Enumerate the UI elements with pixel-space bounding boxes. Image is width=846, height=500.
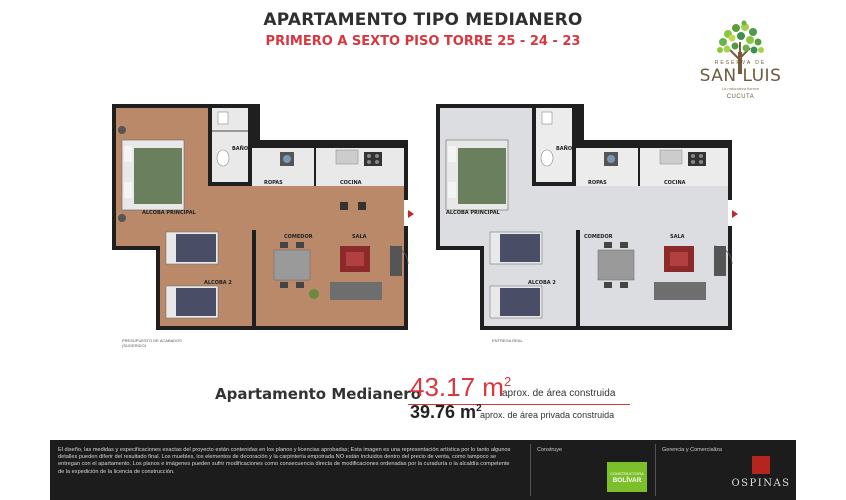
logo-reserva-text: RESERVA DE [714,60,767,66]
room-label-sala: SALA [670,234,685,240]
room-label-alcoba-principal: ALCOBA PRINCIPAL [446,210,501,216]
area-divider [408,404,630,405]
built-area-note: aprox. de área construida [502,388,616,399]
logo-tagline: La naturaleza florece [721,86,760,91]
page-subtitle: PRIMERO A SEXTO PISO TORRE 25 - 24 - 23 [265,34,581,49]
private-area-value: 39.76 m2 [410,402,482,423]
ospinas-logo-icon [752,456,770,474]
room-label-comedor: COMEDOR [284,234,313,240]
private-area-unit-sup: 2 [476,403,482,414]
floor-plan-delivered: BAÑO ROPAS COCINA ALCOBA PRINCIPAL COMED… [436,104,738,330]
floor-plan-furnished: BAÑO ROPAS COCINA ALCOBA PRINCIPAL COMED… [112,104,414,330]
private-area-note: aprox. de área privada construida [480,410,615,420]
room-label-cocina: COCINA [340,180,362,186]
footer-separator [530,444,531,496]
built-area-number: 43.17 m [410,372,504,402]
apartment-name: Apartamento Medianero [215,385,421,403]
room-label-comedor: COMEDOR [584,234,613,240]
logo-city: CUCUTA [726,94,755,100]
legal-disclaimer: El diseño, las medidas y especificacione… [58,447,511,475]
bolivar-logo-small-text: CONSTRUCTORA [610,471,644,476]
room-label-ropas: ROPAS [588,180,607,186]
room-label-bano: BAÑO [232,145,248,152]
room-label-ropas: ROPAS [264,180,283,186]
page-title: APARTAMENTO TIPO MEDIANERO [263,10,583,30]
logo-name: SAN LUIS [699,66,782,86]
constructora-bolivar-logo [607,462,647,492]
construye-label: Construye [537,447,563,453]
plan-caption-right: ENTREGA REAL [492,338,523,343]
tree-logo-icon [717,20,764,74]
gerencia-label: Gerencia y Comercializa [662,447,722,453]
built-area-value: 43.17 m2 [410,372,511,403]
room-label-alcoba-2: ALCOBA 2 [204,280,232,286]
bolivar-logo-name: BOLÍVAR [612,477,642,484]
built-area-unit-sup: 2 [503,374,512,389]
footer-bar [50,440,796,500]
room-label-alcoba-2: ALCOBA 2 [528,280,556,286]
room-label-sala: SALA [352,234,367,240]
plan-caption-left: PRESUPUESTO DE ACABADOS (SUGERIDO) [122,338,182,348]
footer-separator [655,444,656,496]
room-label-bano: BAÑO [556,145,572,152]
room-label-cocina: COCINA [664,180,686,186]
private-area-number: 39.76 m [410,402,477,422]
room-label-alcoba-principal: ALCOBA PRINCIPAL [142,210,197,216]
ospinas-logo-name: OSPINAS [731,478,791,489]
